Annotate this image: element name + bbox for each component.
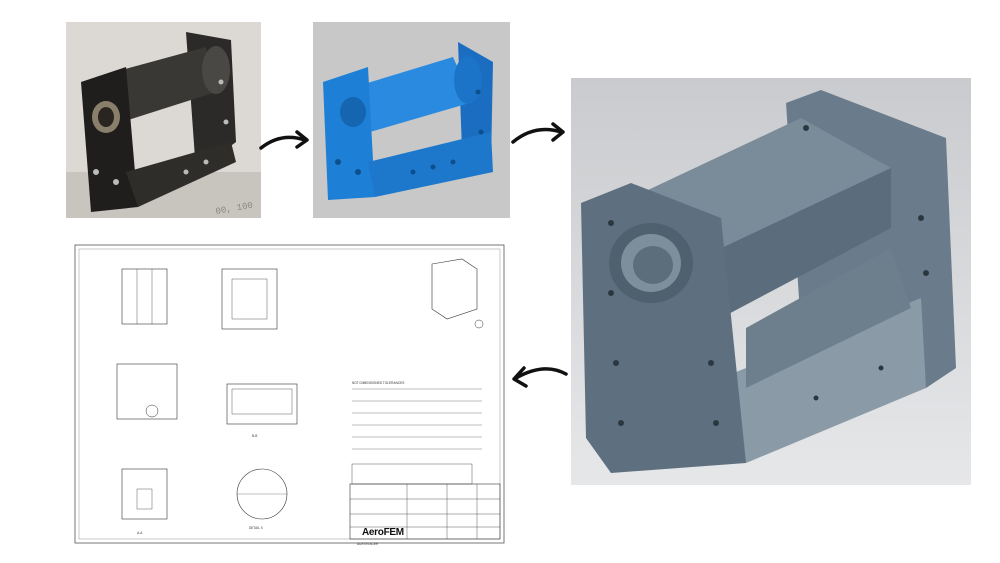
section-label-bb: B-B: [252, 434, 257, 438]
worn-part-photo: 00, 100: [66, 22, 261, 218]
notes-header: NOT DIMENSIONED TOLERANCES: [352, 381, 404, 385]
drawing-brand: AeroFEM: [362, 527, 404, 538]
title-block-name: AUSTIN ACER: [357, 542, 379, 546]
arrow-right-icon: [259, 130, 309, 150]
arrow-right-icon: [511, 122, 565, 144]
section-label-detail: DETAIL X: [249, 526, 264, 530]
cad-model: [571, 78, 971, 485]
arrow-left-icon: [512, 366, 568, 388]
technical-drawing: AeroFEM A-A B-B DETAIL X NOT DIMENSIONED…: [67, 239, 512, 549]
section-label-aa: A-A: [137, 531, 143, 535]
3d-scan-model: [313, 22, 510, 218]
